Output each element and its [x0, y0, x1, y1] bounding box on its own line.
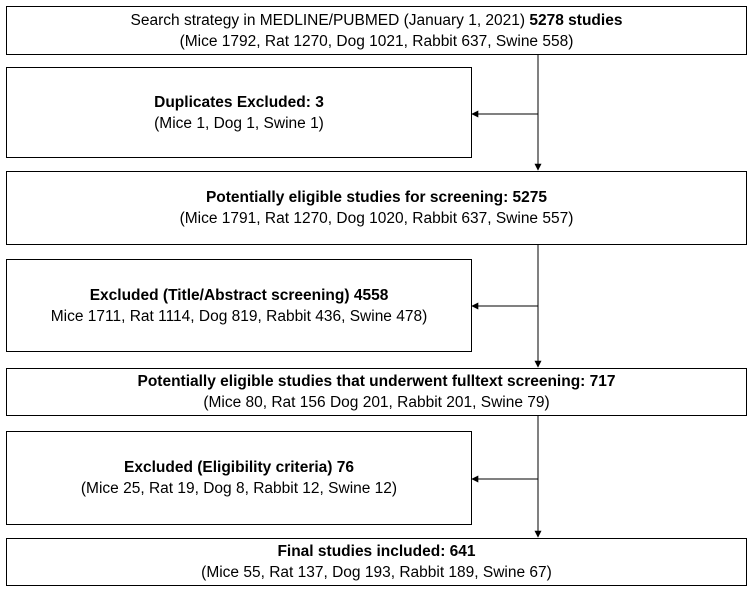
excluded-title-abstract-box: Excluded (Title/Abstract screening) 4558… — [6, 259, 472, 352]
duplicates-excluded-detail: (Mice 1, Dog 1, Swine 1) — [154, 114, 324, 132]
fulltext-screening-title: Potentially eligible studies that underw… — [137, 373, 616, 390]
duplicates-excluded-box: Duplicates Excluded: 3 (Mice 1, Dog 1, S… — [6, 67, 472, 158]
search-strategy-text: Search strategy in MEDLINE/PUBMED (Janua… — [130, 11, 530, 29]
fulltext-screening-detail: (Mice 80, Rat 156 Dog 201, Rabbit 201, S… — [203, 394, 550, 411]
search-strategy-detail: (Mice 1792, Rat 1270, Dog 1021, Rabbit 6… — [179, 32, 574, 50]
duplicates-excluded-title: Duplicates Excluded: 3 — [154, 93, 324, 111]
excluded-title-abstract-title: Excluded (Title/Abstract screening) 4558 — [89, 286, 389, 304]
excluded-eligibility-detail: (Mice 25, Rat 19, Dog 8, Rabbit 12, Swin… — [80, 480, 398, 497]
search-strategy-box: Search strategy in MEDLINE/PUBMED (Janua… — [6, 6, 747, 55]
fulltext-screening-box: Potentially eligible studies that underw… — [6, 368, 747, 416]
excluded-eligibility-box: Excluded (Eligibility criteria) 76 (Mice… — [6, 431, 472, 525]
final-studies-title: Final studies included: 641 — [277, 543, 476, 560]
final-studies-box: Final studies included: 641 (Mice 55, Ra… — [6, 538, 747, 586]
screening-box: Potentially eligible studies for screeni… — [6, 171, 747, 245]
excluded-eligibility-title: Excluded (Eligibility criteria) 76 — [124, 459, 354, 476]
screening-detail: (Mice 1791, Rat 1270, Dog 1020, Rabbit 6… — [179, 210, 574, 227]
search-strategy-count: 5278 studies — [529, 11, 623, 29]
excluded-title-abstract-detail: Mice 1711, Rat 1114, Dog 819, Rabbit 436… — [50, 307, 428, 325]
screening-title: Potentially eligible studies for screeni… — [205, 189, 548, 206]
final-studies-detail: (Mice 55, Rat 137, Dog 193, Rabbit 189, … — [201, 564, 552, 581]
